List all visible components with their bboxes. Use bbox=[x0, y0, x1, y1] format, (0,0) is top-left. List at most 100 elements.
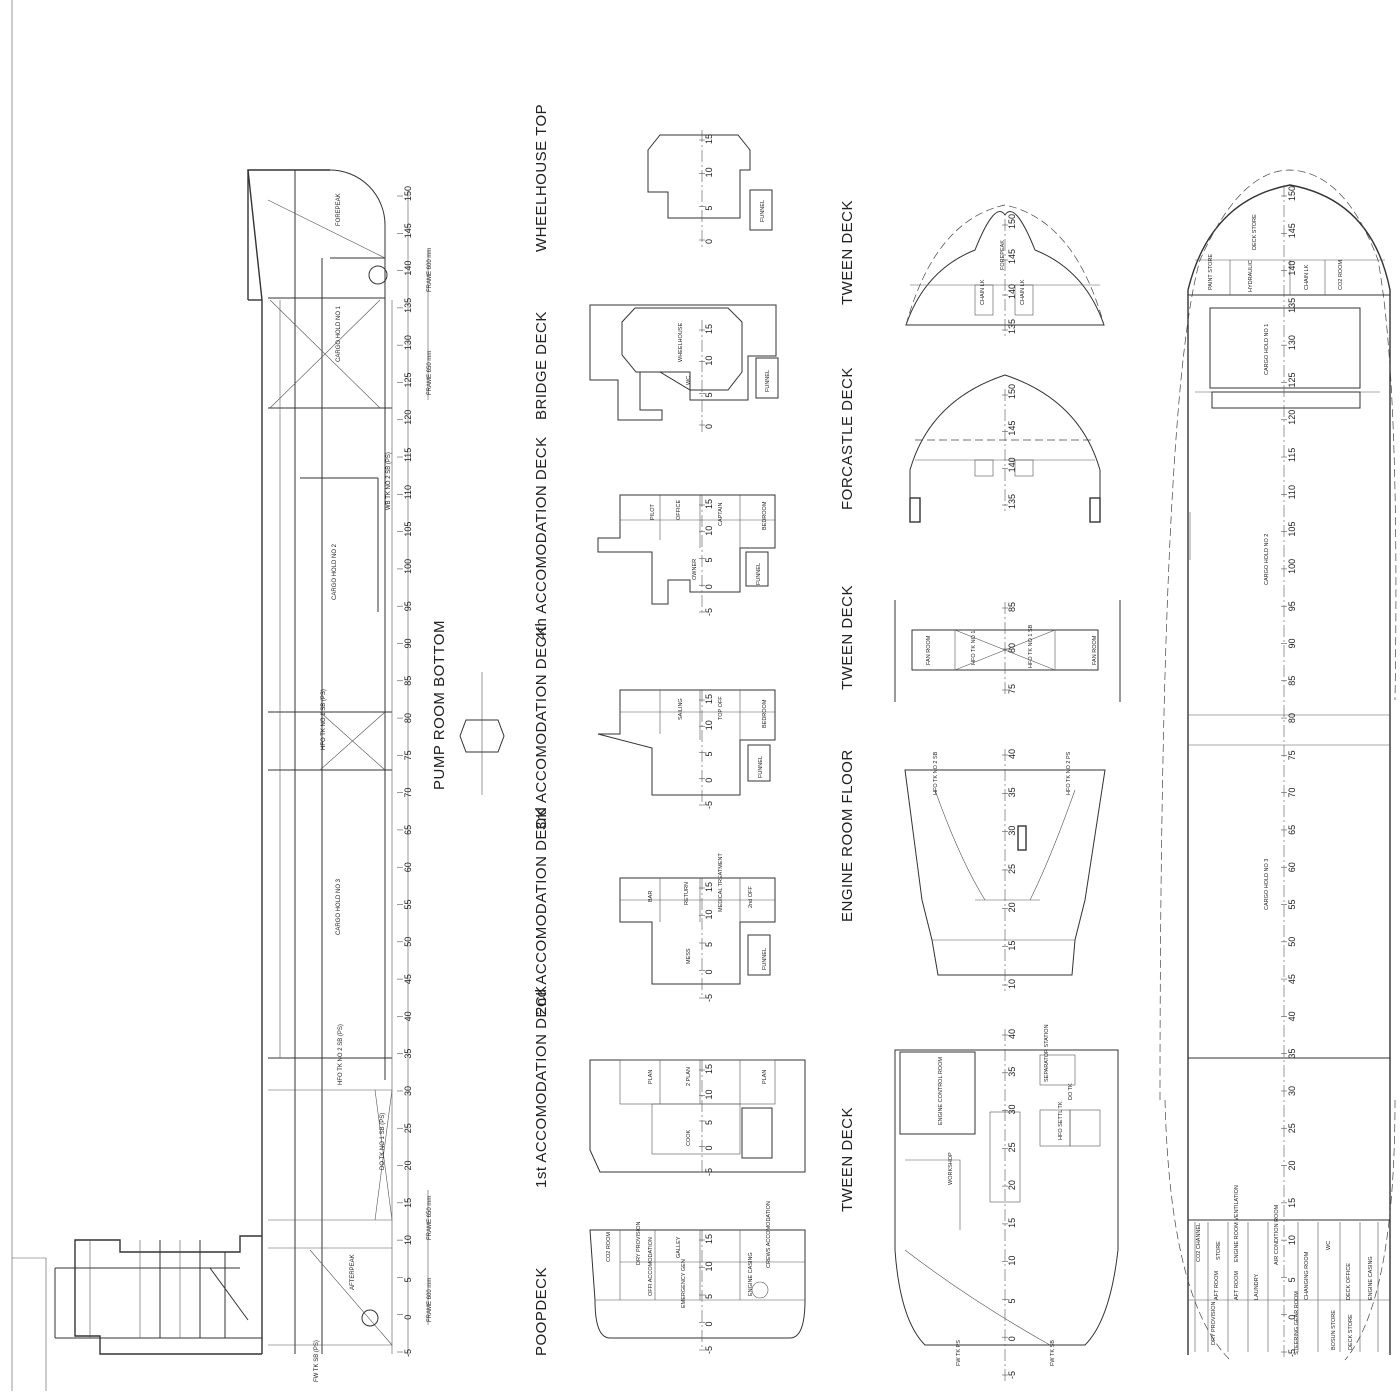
svg-text:DECK STORE: DECK STORE bbox=[1252, 214, 1258, 250]
title-block-corner bbox=[12, 1257, 47, 1391]
tween-aft-tick-5: 5 bbox=[1007, 1298, 1017, 1303]
tween-fwd-outline bbox=[905, 211, 1105, 326]
deck0-tick-0: 0 bbox=[704, 239, 714, 244]
label-wb-tank-2: WB TK NO 2 SB (PS) bbox=[386, 452, 392, 510]
plan-tick-95: 95 bbox=[1287, 601, 1297, 611]
tween-mid-tick-85: 85 bbox=[1007, 602, 1017, 612]
pump-room-outline bbox=[459, 719, 505, 753]
svg-text:FAN ROOM: FAN ROOM bbox=[1092, 635, 1098, 665]
plan-tick-65: 65 bbox=[1287, 825, 1297, 835]
profile-tick-35: 35 bbox=[403, 1049, 413, 1059]
deck5-tick-0: 0 bbox=[704, 1145, 714, 1150]
tween-aft-tick--5: -5 bbox=[1007, 1371, 1017, 1379]
plan-aft-room-13: CO2 CHANNEL bbox=[1196, 1223, 1202, 1262]
plan-label-hold-2: CARGO HOLD NO 2 bbox=[1264, 534, 1270, 585]
plan-tick-90: 90 bbox=[1287, 638, 1297, 648]
svg-text:MESS: MESS bbox=[686, 948, 692, 964]
forcastle-tick-150: 150 bbox=[1007, 384, 1017, 399]
profile-keel-line bbox=[247, 169, 330, 1354]
profile-tick-20: 20 bbox=[403, 1161, 413, 1171]
forcastle-tick-135: 135 bbox=[1007, 494, 1017, 509]
profile-tick-140: 140 bbox=[403, 261, 413, 276]
deck5-tick-10: 10 bbox=[704, 1089, 714, 1099]
svg-text:EMERGENCY GEN: EMERGENCY GEN bbox=[681, 1259, 687, 1308]
funnel-acc1 bbox=[741, 1107, 773, 1159]
profile-tick-70: 70 bbox=[403, 788, 413, 798]
plan-tick-30: 30 bbox=[1287, 1086, 1297, 1096]
svg-text:DRY PROVISION: DRY PROVISION bbox=[636, 1221, 642, 1265]
tween-mid-tick-75: 75 bbox=[1007, 684, 1017, 694]
funnel-wheelhouse bbox=[749, 189, 773, 231]
plan-tick-145: 145 bbox=[1287, 223, 1297, 238]
svg-text:FAN ROOM: FAN ROOM bbox=[926, 635, 932, 665]
plan-aft-room-12: ENGINE ROOM VENTILATION bbox=[1234, 1185, 1240, 1262]
funnel-bridge bbox=[755, 357, 779, 399]
svg-text:SEPARATOR STATION: SEPARATOR STATION bbox=[1044, 1024, 1050, 1082]
tween-aft-outline bbox=[894, 1049, 1119, 1346]
deck5-tick-5: 5 bbox=[704, 1120, 714, 1125]
profile-tick-45: 45 bbox=[403, 974, 413, 984]
svg-text:COOK: COOK bbox=[686, 1129, 692, 1146]
deck3-tick-0: 0 bbox=[704, 778, 714, 783]
funnel-acc4 bbox=[745, 551, 769, 587]
deck0-tick-5: 5 bbox=[704, 206, 714, 211]
plan-aft-room-9: BOSUN STORE bbox=[1331, 1310, 1337, 1350]
svg-text:SAILING: SAILING bbox=[678, 698, 684, 720]
label-do-tank-1: DO TK NO 1 SB (PS) bbox=[380, 1113, 386, 1170]
svg-text:DO TK: DO TK bbox=[1068, 1083, 1074, 1100]
profile-tick-15: 15 bbox=[403, 1198, 413, 1208]
title-engine-room-floor: ENGINE ROOM FLOOR bbox=[839, 749, 856, 922]
svg-text:HFO TK NO 1 SB: HFO TK NO 1 SB bbox=[1028, 624, 1034, 668]
svg-text:PILOT: PILOT bbox=[650, 503, 656, 520]
er-floor-tick-35: 35 bbox=[1007, 787, 1017, 797]
profile-tick-55: 55 bbox=[403, 900, 413, 910]
svg-text:ENGINE CASING: ENGINE CASING bbox=[748, 1252, 754, 1296]
frame-spacing-mid-aft: FRAME 650 mm bbox=[427, 1196, 433, 1240]
svg-text:HYDRAULIC: HYDRAULIC bbox=[1248, 260, 1254, 292]
plan-tick-55: 55 bbox=[1287, 900, 1297, 910]
svg-text:FUNNEL: FUNNEL bbox=[762, 948, 768, 970]
plan-label-hold-3: CARGO HOLD NO 3 bbox=[1264, 859, 1270, 910]
plan-tick-20: 20 bbox=[1287, 1161, 1297, 1171]
plan-tick-45: 45 bbox=[1287, 974, 1297, 984]
plan-tick-70: 70 bbox=[1287, 788, 1297, 798]
lower-decks: TWEEN DECK FORCASTLE DECK TWEEN DECK ENG… bbox=[839, 200, 1121, 1381]
svg-text:CAPTAIN: CAPTAIN bbox=[718, 503, 724, 526]
plan-aft-room-5: AIR CONDITION ROOM bbox=[1274, 1204, 1280, 1265]
deck2-tick-0: 0 bbox=[704, 584, 714, 589]
fan-symbol bbox=[368, 265, 388, 285]
acc4-outline bbox=[597, 494, 776, 605]
svg-text:TOP OFF: TOP OFF bbox=[718, 696, 724, 720]
forcastle-tick-145: 145 bbox=[1007, 421, 1017, 436]
plan-aft-room-11: ENGINE CASING bbox=[1368, 1256, 1374, 1300]
svg-text:PAINT STORE: PAINT STORE bbox=[1208, 254, 1214, 290]
profile-tick-145: 145 bbox=[403, 223, 413, 238]
profile-tick-75: 75 bbox=[403, 750, 413, 760]
frame-spacing-aft: FRAME 600 mm bbox=[427, 1278, 433, 1322]
deck1-tick-0: 0 bbox=[704, 424, 714, 429]
svg-text:WHEELHOUSE: WHEELHOUSE bbox=[678, 323, 684, 362]
profile-tick-85: 85 bbox=[403, 676, 413, 686]
deck4-tick-0: 0 bbox=[704, 969, 714, 974]
acc1-outline bbox=[589, 1059, 806, 1173]
tween-aft-tick-10: 10 bbox=[1007, 1256, 1017, 1266]
svg-text:HFO SETTL TK: HFO SETTL TK bbox=[1058, 1101, 1064, 1140]
svg-text:OFFI ACCOMODATION: OFFI ACCOMODATION bbox=[648, 1237, 654, 1296]
profile-tick-5: 5 bbox=[403, 1277, 413, 1282]
tween-aft-tick-0: 0 bbox=[1007, 1336, 1017, 1341]
deck4-tick-5: 5 bbox=[704, 942, 714, 947]
plan-tick-110: 110 bbox=[1287, 485, 1297, 499]
svg-text:CO2 ROOM: CO2 ROOM bbox=[1338, 260, 1344, 290]
profile-tick-100: 100 bbox=[403, 559, 413, 574]
deck2-tick--5: -5 bbox=[704, 608, 714, 616]
pump-room-view: PUMP ROOM BOTTOM bbox=[431, 620, 505, 795]
title-tween-deck-fwd: TWEEN DECK bbox=[839, 200, 856, 305]
funnel-acc2 bbox=[747, 934, 771, 976]
tween-aft-tick-40: 40 bbox=[1007, 1029, 1017, 1039]
plan-tick-5: 5 bbox=[1287, 1277, 1297, 1282]
deck-frame-ticks: 051015051015-5051015-5051015-5051015-505… bbox=[699, 130, 714, 1354]
title-bridge-deck: BRIDGE DECK bbox=[533, 311, 550, 420]
plan-tick-80: 80 bbox=[1287, 713, 1297, 723]
plan-view: CARGO HOLD NO 1 CARGO HOLD NO 2 CARGO HO… bbox=[1159, 169, 1397, 1361]
profile-tick-60: 60 bbox=[403, 862, 413, 872]
